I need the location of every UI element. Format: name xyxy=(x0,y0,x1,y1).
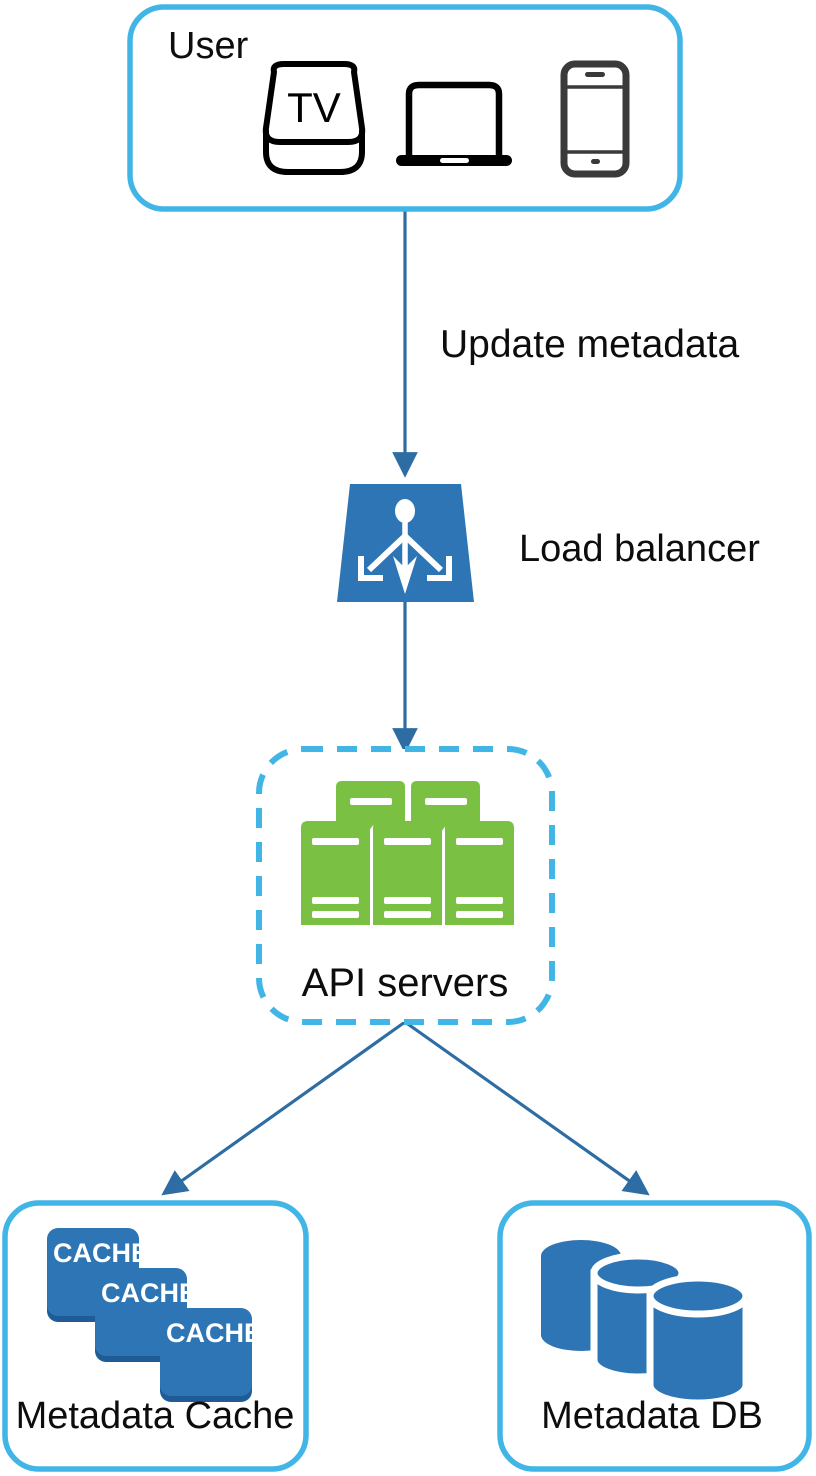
metadata-db-label: Metadata DB xyxy=(541,1395,763,1437)
edge-api-servers-to-metadata-cache xyxy=(161,1020,406,1196)
cache-tile-label: CACHE xyxy=(53,1238,149,1268)
node-metadata-cache[interactable]: CACHE CACHE CACHE Metadata Cache xyxy=(2,1200,309,1472)
edge-line xyxy=(404,1020,650,1196)
laptop-icon xyxy=(396,81,512,166)
tv-icon-text: TV xyxy=(287,84,341,131)
edge-label-update-metadata: Update metadata xyxy=(440,323,740,366)
metadata-cache-label: Metadata Cache xyxy=(16,1395,295,1437)
node-api-servers[interactable]: API servers xyxy=(256,746,555,1025)
edge-api-servers-to-metadata-db xyxy=(404,1020,650,1196)
cache-tile-label: CACHE xyxy=(166,1318,262,1348)
cache-tile-label: CACHE xyxy=(101,1278,197,1308)
user-label: User xyxy=(168,25,249,67)
smartphone-icon xyxy=(560,60,630,178)
node-user[interactable]: User TV xyxy=(127,4,683,212)
cache-tile xyxy=(160,1308,252,1396)
server-rack-icon xyxy=(301,781,514,925)
load-balancer-label: Load balancer xyxy=(519,528,760,570)
edge-line xyxy=(161,1020,406,1196)
api-servers-label: API servers xyxy=(302,961,509,1005)
database-cylinders-icon xyxy=(541,1240,750,1407)
node-metadata-db[interactable]: Metadata DB xyxy=(497,1200,812,1472)
node-load-balancer[interactable]: Load balancer xyxy=(337,484,760,602)
load-balancer-icon xyxy=(358,499,452,594)
edge-user-to-load-balancer: Update metadata xyxy=(392,210,740,478)
cache-stack-icon: CACHE CACHE CACHE xyxy=(47,1228,262,1402)
tv-icon: TV xyxy=(262,61,366,175)
